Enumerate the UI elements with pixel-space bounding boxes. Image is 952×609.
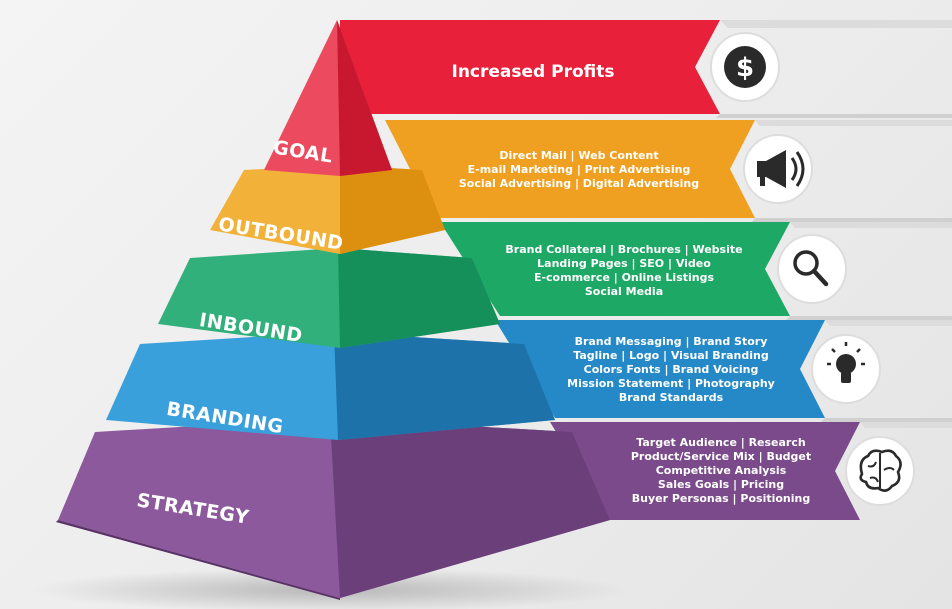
dollar-icon: $ bbox=[724, 46, 766, 88]
goal-title: Increased Profits bbox=[452, 62, 615, 82]
magnifier-icon-circle bbox=[777, 234, 847, 304]
inbound-detail-line: Social Media bbox=[585, 285, 663, 298]
tier-goal bbox=[264, 20, 392, 176]
inbound-detail-line: E-commerce | Online Listings bbox=[534, 271, 715, 284]
strategy-detail-line: Target Audience | Research bbox=[636, 436, 805, 449]
ribbon-goal: $ Increased Profits bbox=[340, 20, 952, 118]
strategy-detail-line: Competitive Analysis bbox=[656, 464, 787, 477]
ribbon-strategy: Target Audience | Research Product/Servi… bbox=[550, 422, 952, 520]
ribbon-inbound: Brand Collateral | Brochures | Website L… bbox=[440, 222, 952, 320]
brain-icon bbox=[859, 449, 902, 492]
ribbon-branding: Brand Messaging | Brand Story Tagline | … bbox=[495, 320, 952, 422]
strategy-detail-line: Sales Goals | Pricing bbox=[658, 478, 784, 491]
tier-strategy bbox=[56, 418, 610, 600]
outbound-detail-line: E-mail Marketing | Print Advertising bbox=[468, 163, 691, 176]
svg-text:$: $ bbox=[736, 53, 754, 83]
branding-detail-line: Brand Messaging | Brand Story bbox=[575, 335, 768, 348]
inbound-detail-line: Brand Collateral | Brochures | Website bbox=[505, 243, 742, 256]
branding-detail-line: Colors Fonts | Brand Voicing bbox=[584, 363, 759, 376]
outbound-detail-line: Social Advertising | Digital Advertising bbox=[459, 177, 699, 190]
outbound-detail-line: Direct Mail | Web Content bbox=[499, 149, 658, 162]
magnifier-icon bbox=[793, 250, 829, 287]
pyramid: GOAL OUTBOUND INBOUND BRANDING STRATEGY bbox=[56, 20, 610, 600]
inbound-detail-line: Landing Pages | SEO | Video bbox=[537, 257, 711, 270]
megaphone-icon bbox=[757, 150, 805, 188]
lightbulb-icon bbox=[827, 342, 865, 383]
tier-branding bbox=[106, 332, 555, 440]
branding-detail-line: Tagline | Logo | Visual Branding bbox=[573, 349, 768, 362]
tier-inbound bbox=[158, 248, 500, 348]
ribbon-outbound: Direct Mail | Web Content E-mail Marketi… bbox=[385, 120, 952, 222]
strategy-detail-line: Product/Service Mix | Budget bbox=[631, 450, 811, 463]
branding-detail-line: Brand Standards bbox=[619, 391, 724, 404]
branding-detail-line: Mission Statement | Photography bbox=[567, 377, 775, 390]
strategy-detail-line: Buyer Personas | Positioning bbox=[632, 492, 810, 505]
ribbon-layer: $ Increased Profits Direct Mail | Web Co… bbox=[340, 20, 952, 520]
tier-outbound bbox=[210, 165, 445, 254]
